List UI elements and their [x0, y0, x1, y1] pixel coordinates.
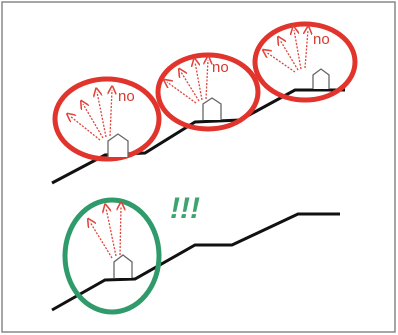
no-label-3: no: [313, 31, 330, 48]
house-icon: [202, 97, 222, 120]
house-icon: [113, 254, 133, 278]
bad-location-circle-2: [155, 52, 261, 132]
arrow-icon: [70, 90, 112, 141]
arrow-icon: [167, 60, 208, 104]
bad-location-circle-1: [52, 76, 162, 162]
upper-terrain-line: [51, 88, 345, 185]
good-location-circle: [62, 197, 162, 315]
no-label-2: no: [212, 59, 229, 76]
lower-terrain-line: [51, 212, 340, 312]
arrow-icon: [90, 206, 121, 259]
arrow-icon: [266, 30, 308, 73]
exclamation-label: !!!: [170, 192, 200, 225]
house-icon: [107, 133, 129, 157]
house-icon: [312, 68, 330, 89]
bad-location-circle-3: [252, 21, 358, 103]
no-label-1: no: [118, 88, 135, 105]
